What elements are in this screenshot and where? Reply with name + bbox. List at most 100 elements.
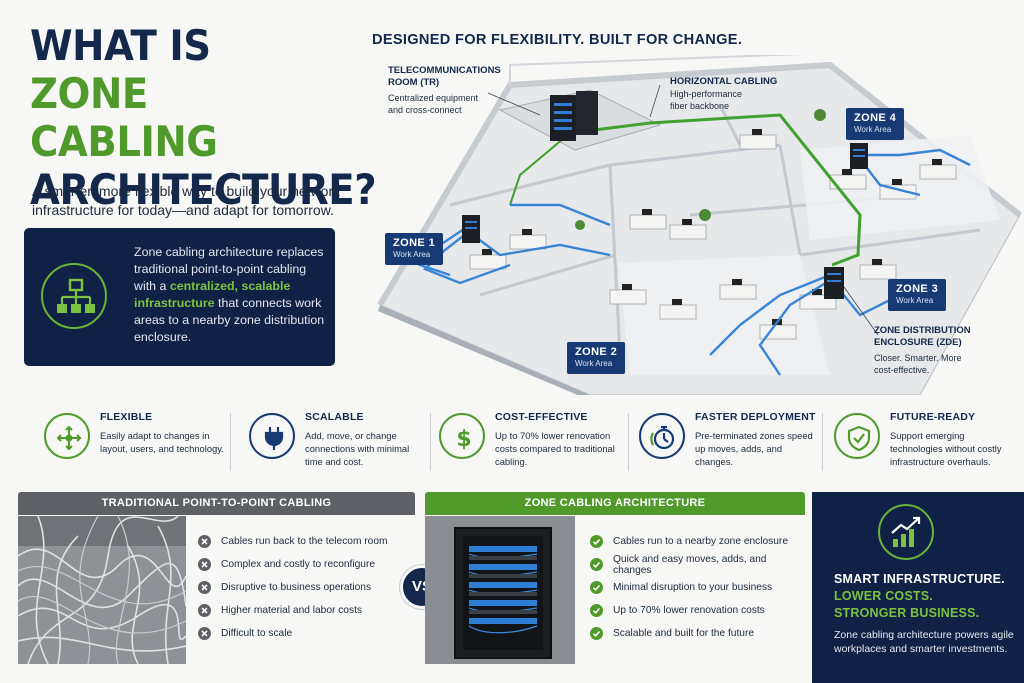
zone-4-sub: Work Area: [854, 125, 892, 134]
benefit-scalable-title: SCALABLE: [305, 411, 364, 423]
page-subtitle: A smarter, more flexible way to build yo…: [32, 183, 341, 218]
x-circle-icon: [198, 604, 211, 617]
benefit-flexible-desc: Easily adapt to changes in layout, users…: [100, 430, 224, 454]
growth-chart-icon: [878, 504, 934, 560]
smart-heading-1: SMART INFRASTRUCTURE.: [834, 572, 1005, 586]
traditional-item-text: Difficult to scale: [221, 628, 293, 639]
zone-3-sub: Work Area: [896, 296, 934, 305]
intro-text: Zone cabling architecture replaces tradi…: [134, 244, 328, 346]
zone-1-tag: ZONE 1 Work Area: [385, 233, 444, 265]
x-circle-icon: [198, 581, 211, 594]
benefit-cost-effective: $ COST-EFFECTIVE Up to 70% lower renovat…: [425, 405, 625, 485]
benefit-cost-effective-title: COST-EFFECTIVE: [495, 411, 588, 423]
zone-enclosure-4: [850, 143, 868, 169]
telecom-room-callout: TELECOMMUNICATIONS ROOM (TR) Centralized…: [388, 65, 501, 116]
list-item: Quick and easy moves, adds, and changes: [590, 553, 805, 576]
zone-cabling-item-text: Cables run to a nearby zone enclosure: [613, 536, 788, 547]
zone-1-label: ZONE 1: [393, 237, 436, 249]
zde-title-1: ZONE DISTRIBUTION: [874, 325, 971, 336]
svg-text:$: $: [456, 427, 471, 452]
zone-enclosure-3: [824, 267, 844, 299]
title-line-2: ZONE CABLING: [30, 69, 218, 166]
traditional-item-text: Higher material and labor costs: [221, 605, 362, 616]
smart-heading-3: STRONGER BUSINESS.: [834, 606, 980, 620]
benefit-faster-deployment-desc: Pre-terminated zones speed up moves, add…: [695, 430, 813, 467]
benefit-flexible-title: FLEXIBLE: [100, 411, 153, 423]
list-item: Scalable and built for the future: [590, 622, 805, 645]
horizontal-cabling-callout: HORIZONTAL CABLING High-performance fibe…: [670, 76, 777, 112]
list-item: Difficult to scale: [198, 622, 387, 645]
zone-1-sub: Work Area: [393, 250, 431, 259]
traditional-item-text: Complex and costly to reconfigure: [221, 559, 376, 570]
smart-description: Zone cabling architecture powers agile w…: [834, 629, 1014, 655]
traditional-item-text: Cables run back to the telecom room: [221, 536, 388, 547]
zone-2-label: ZONE 2: [575, 346, 618, 358]
benefit-future-ready-title: FUTURE-READY: [890, 411, 976, 423]
check-circle-icon: [590, 535, 603, 548]
smart-infrastructure-panel: SMART INFRASTRUCTURE. LOWER COSTS. STRON…: [812, 492, 1024, 683]
zone-3-tag: ZONE 3 Work Area: [888, 279, 947, 311]
traditional-cabling-panel: TRADITIONAL POINT-TO-POINT CABLING: [18, 492, 415, 664]
tangled-cables-image: [18, 516, 186, 664]
zone-cabling-item-text: Minimal disruption to your business: [613, 582, 773, 593]
x-circle-icon: [198, 558, 211, 571]
check-circle-icon: [590, 581, 603, 594]
benefit-future-ready-desc: Support emerging technologies without co…: [890, 430, 1002, 467]
zone-cabling-item-text: Up to 70% lower renovation costs: [613, 605, 765, 616]
list-item: Minimal disruption to your business: [590, 576, 805, 599]
telecom-room-title-1: TELECOMMUNICATIONS: [388, 65, 501, 76]
x-circle-icon: [198, 535, 211, 548]
traditional-list: Cables run back to the telecom room Comp…: [198, 530, 387, 645]
list-item: Cables run to a nearby zone enclosure: [590, 530, 805, 553]
benefit-divider: [822, 413, 823, 471]
check-circle-icon: [590, 558, 603, 571]
floor-plan-illustration: [360, 52, 1024, 401]
list-item: Up to 70% lower renovation costs: [590, 599, 805, 622]
zone-4-label: ZONE 4: [854, 112, 897, 124]
smart-heading-2: LOWER COSTS.: [834, 589, 933, 603]
check-circle-icon: [590, 604, 603, 617]
traditional-heading: TRADITIONAL POINT-TO-POINT CABLING: [18, 492, 415, 515]
diagram-heading: DESIGNED FOR FLEXIBILITY. BUILT FOR CHAN…: [372, 32, 743, 48]
benefit-divider: [430, 413, 431, 471]
zone-4-tag: ZONE 4 Work Area: [846, 108, 905, 140]
benefit-faster-deployment: FASTER DEPLOYMENT Pre-terminated zones s…: [625, 405, 820, 485]
x-circle-icon: [198, 627, 211, 640]
benefit-cost-effective-desc: Up to 70% lower renovation costs compare…: [495, 430, 615, 467]
page-title: WHAT IS ZONE CABLING ARCHITECTURE?: [30, 21, 377, 214]
zone-cabling-heading: ZONE CABLING ARCHITECTURE: [425, 492, 805, 515]
zone-2-sub: Work Area: [575, 359, 613, 368]
horizontal-cabling-title: HORIZONTAL CABLING: [670, 76, 778, 87]
benefit-divider: [628, 413, 629, 471]
benefit-future-ready: FUTURE-READY Support emerging technologi…: [820, 405, 1010, 485]
plug-icon: [249, 413, 295, 459]
zde-title-2: ENCLOSURE (ZDE): [874, 337, 962, 348]
zde-desc-1: Closer. Smarter. More: [874, 353, 962, 363]
zone-cabling-item-text: Quick and easy moves, adds, and changes: [613, 553, 767, 576]
dollar-icon: $: [439, 413, 485, 459]
list-item: Cables run back to the telecom room: [198, 530, 387, 553]
zone-cabling-list: Cables run to a nearby zone enclosure Qu…: [590, 530, 805, 645]
benefit-divider: [230, 413, 231, 471]
zone-cabling-item-text: Scalable and built for the future: [613, 628, 755, 639]
title-line-1: WHAT IS: [30, 21, 211, 70]
benefits-strip: FLEXIBLE Easily adapt to changes in layo…: [30, 405, 1010, 485]
zone-cabling-panel: ZONE CABLING ARCHITECTURE: [425, 492, 805, 664]
zone-2-tag: ZONE 2 Work Area: [567, 342, 626, 374]
zone-enclosure-image: [425, 516, 575, 664]
zde-callout: ZONE DISTRIBUTION ENCLOSURE (ZDE) Closer…: [874, 325, 971, 376]
benefit-scalable-desc: Add, move, or change connections with mi…: [305, 430, 410, 467]
title-line-3: ARCHITECTURE?: [30, 165, 377, 214]
intro-text-part-2: that connects work areas to a nearby zon…: [134, 296, 325, 344]
intro-box: Zone cabling architecture replaces tradi…: [24, 228, 335, 366]
arrows-expand-icon: [44, 413, 90, 459]
list-item: Complex and costly to reconfigure: [198, 553, 387, 576]
telecom-room-desc-2: and cross-connect: [388, 105, 462, 115]
shield-check-icon: [834, 413, 880, 459]
intro-text-part-1: Zone cabling architecture replaces tradi…: [134, 245, 324, 293]
telecom-rack: [550, 91, 598, 141]
telecom-room-desc-1: Centralized equipment: [388, 93, 479, 103]
stopwatch-icon: [639, 413, 685, 459]
horizontal-cabling-desc-2: fiber backbone: [670, 101, 730, 111]
horizontal-cabling-desc-1: High-performance: [670, 89, 743, 99]
